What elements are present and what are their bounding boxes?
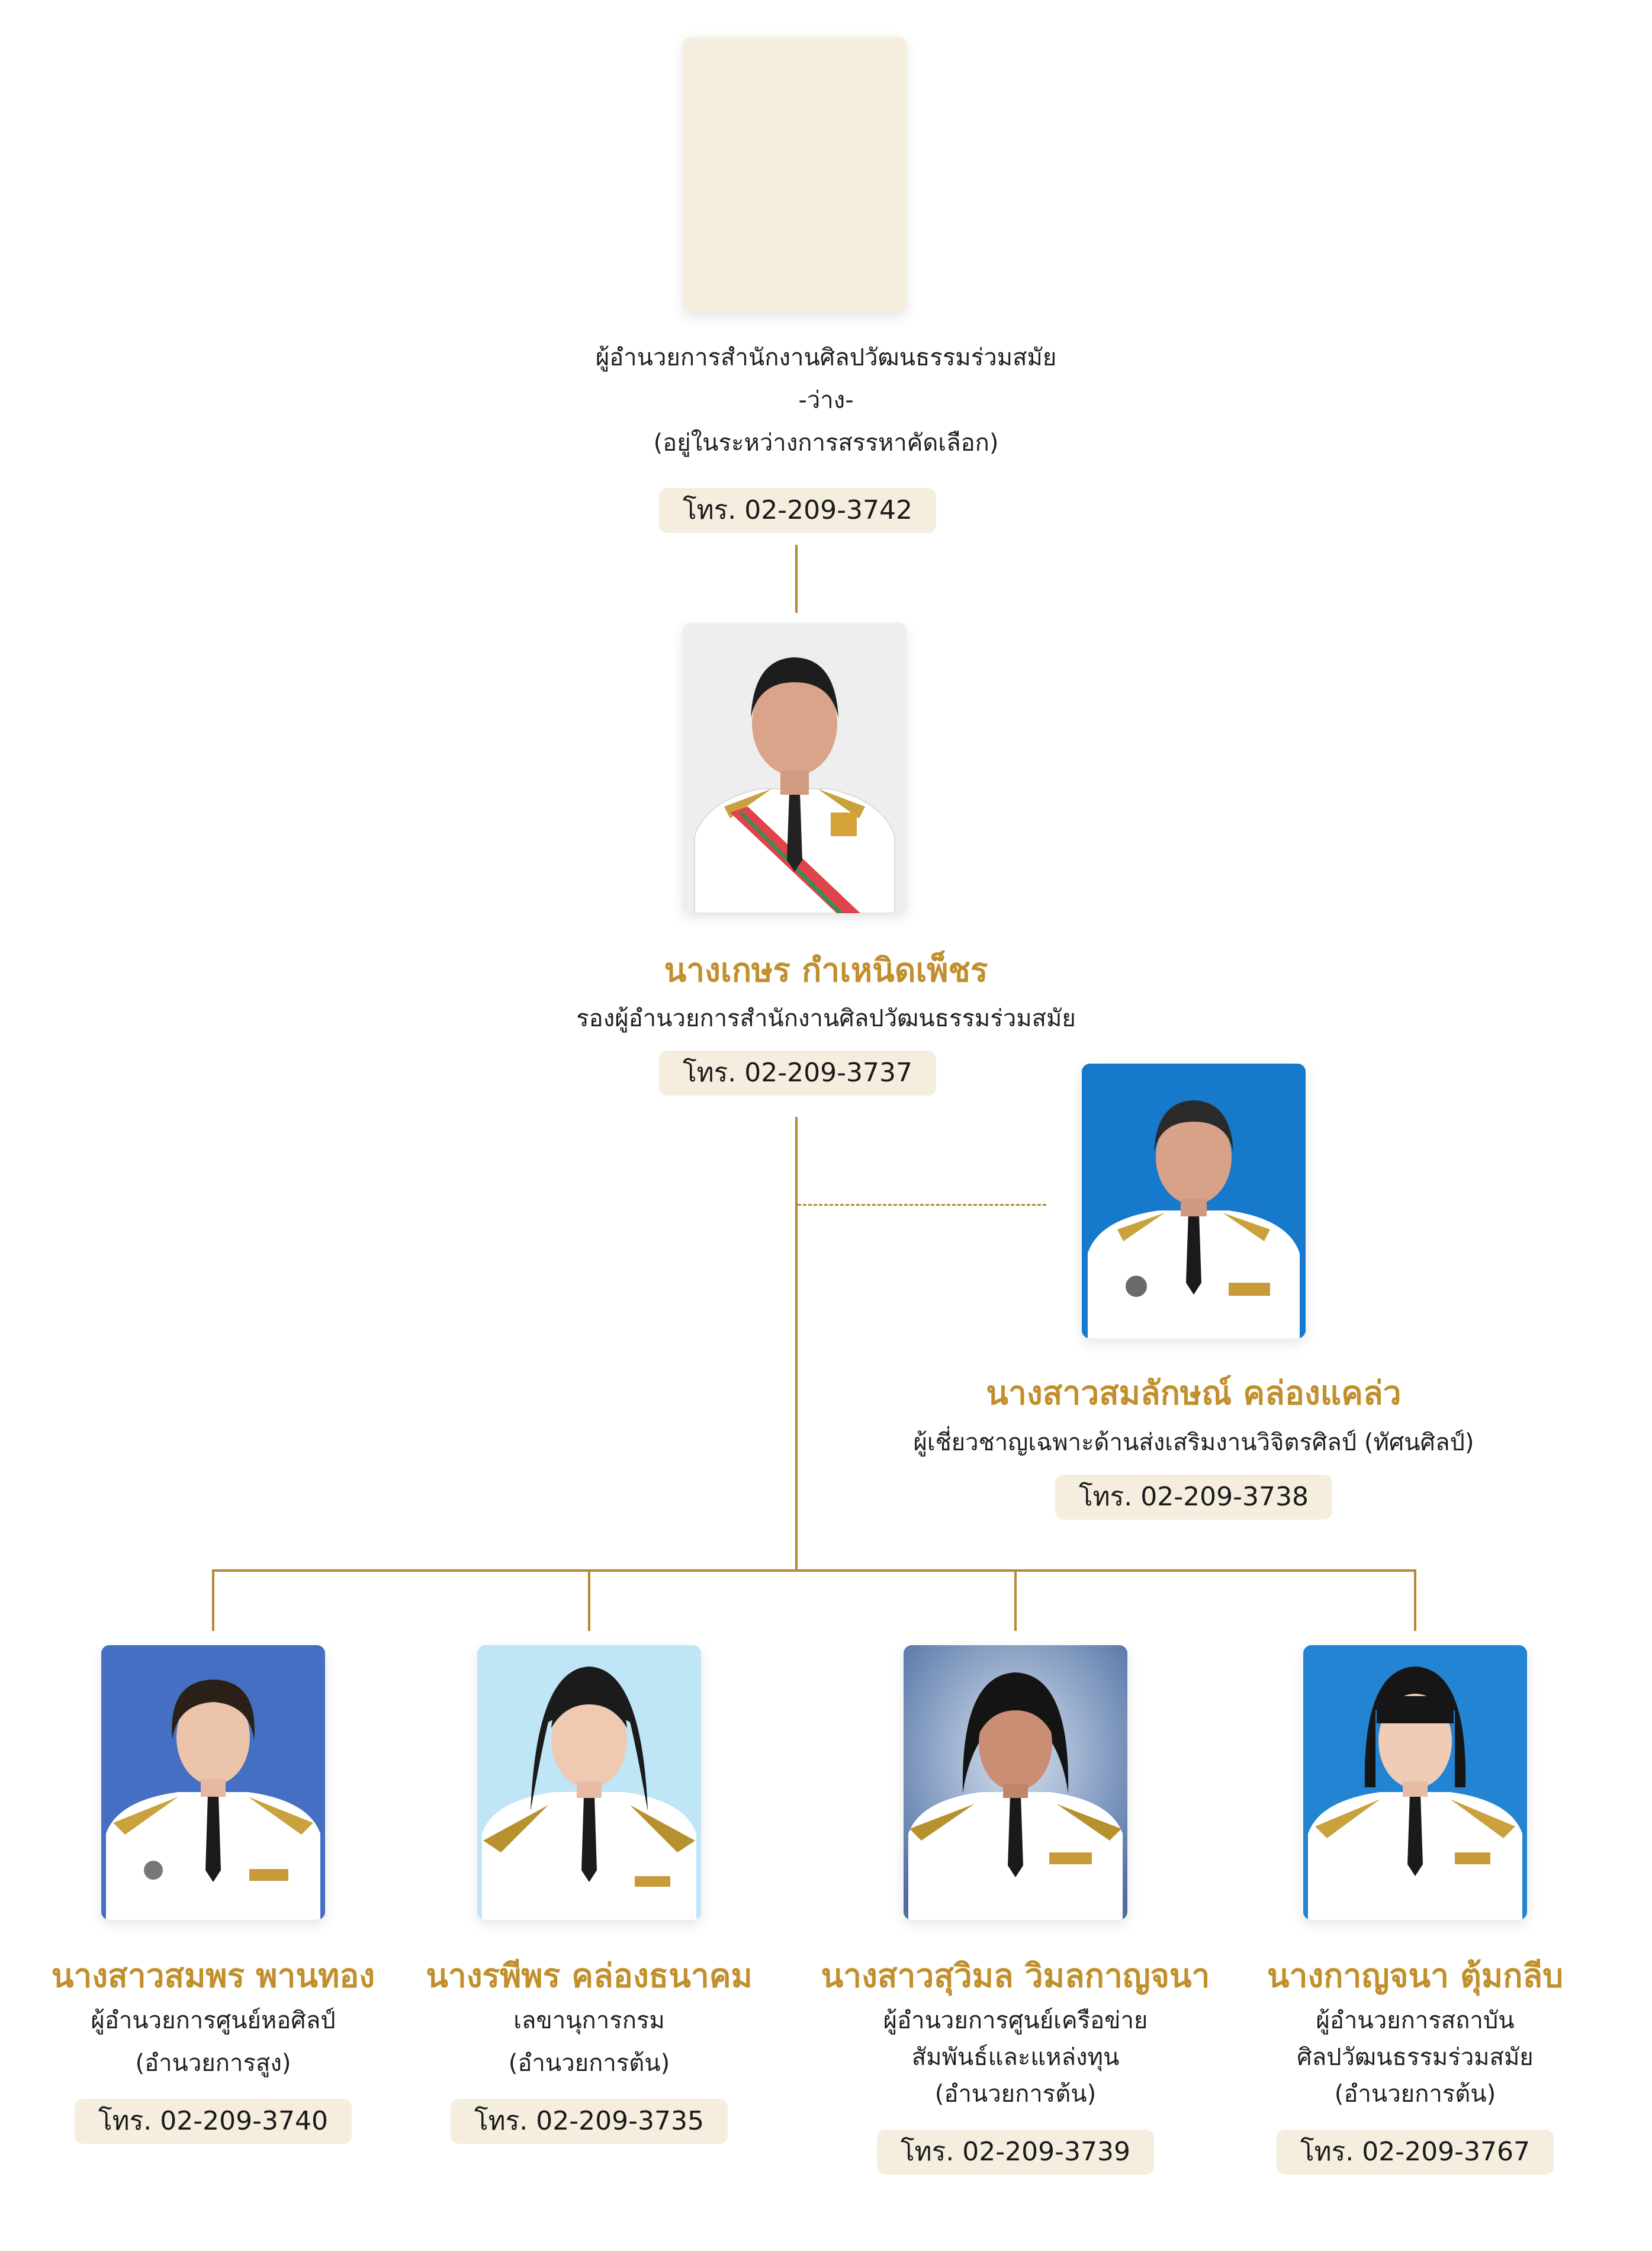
staff-photo bbox=[101, 1645, 325, 1920]
director-note: (อยู่ในระหว่างการสรรหาคัดเลือก) bbox=[653, 429, 999, 457]
deputy-photo bbox=[683, 623, 907, 913]
staff-photo bbox=[1303, 1645, 1527, 1920]
staff-phone-badge: โทร. 02-209-3767 bbox=[1277, 2130, 1554, 2175]
connector-staff-2 bbox=[588, 1569, 590, 1631]
staff-phone-badge: โทร. 02-209-3739 bbox=[877, 2130, 1154, 2175]
expert-photo bbox=[1082, 1064, 1306, 1338]
vacant-photo-placeholder bbox=[683, 37, 907, 313]
connector-staff-4 bbox=[1414, 1569, 1416, 1631]
connector-staff-3 bbox=[1014, 1569, 1017, 1631]
director-phone-badge: โทร. 02-209-3742 bbox=[659, 488, 936, 533]
expert-name: นางสาวสมลักษณ์ คล่องแคล่ว bbox=[986, 1374, 1402, 1412]
staff-role: ผู้อำนวยการสถาบัน bbox=[1316, 2007, 1515, 2034]
connector-horizontal bbox=[212, 1569, 1416, 1572]
deputy-name: นางเกษร กำเหนิดเพ็ชร bbox=[664, 951, 988, 989]
connector-deputy-down bbox=[795, 1117, 798, 1571]
staff-name: นางสาวสมพร พานทอง bbox=[51, 1957, 375, 1995]
staff-role: ผู้อำนวยการศูนย์หอศิลป์ bbox=[91, 2007, 336, 2034]
staff-name: นางกาญจนา ตุ้มกลีบ bbox=[1267, 1957, 1564, 1995]
expert-phone-badge: โทร. 02-209-3738 bbox=[1055, 1475, 1332, 1520]
staff-photo bbox=[477, 1645, 701, 1920]
deputy-phone-badge: โทร. 02-209-3737 bbox=[659, 1051, 936, 1096]
staff-role: (อำนวยการต้น) bbox=[508, 2050, 670, 2077]
staff-role: เลขานุการกรม bbox=[513, 2007, 665, 2034]
staff-role: (อำนวยการต้น) bbox=[934, 2080, 1097, 2108]
staff-name: นางรพีพร คล่องธนาคม bbox=[426, 1957, 753, 1995]
staff-role: ศิลปวัฒนธรรมร่วมสมัย bbox=[1297, 2044, 1534, 2071]
staff-photo bbox=[904, 1645, 1127, 1920]
staff-role: (อำนวยการสูง) bbox=[135, 2050, 291, 2077]
staff-phone-badge: โทร. 02-209-3740 bbox=[75, 2099, 352, 2144]
connector-expert-dashed bbox=[798, 1204, 1046, 1206]
connector-top bbox=[795, 545, 798, 613]
director-role: ผู้อำนวยการสำนักงานศิลปวัฒนธรรมร่วมสมัย bbox=[595, 344, 1057, 371]
deputy-role: รองผู้อำนวยการสำนักงานศิลปวัฒนธรรมร่วมสม… bbox=[576, 1005, 1076, 1032]
staff-phone-badge: โทร. 02-209-3735 bbox=[451, 2099, 728, 2144]
staff-role: สัมพันธ์และแหล่งทุน bbox=[911, 2044, 1120, 2071]
connector-staff-1 bbox=[212, 1569, 214, 1631]
staff-role: (อำนวยการต้น) bbox=[1334, 2080, 1496, 2108]
expert-role: ผู้เชี่ยวชาญเฉพาะด้านส่งเสริมงานวิจิตรศิ… bbox=[913, 1429, 1474, 1456]
staff-name: นางสาวสุวิมล วิมลกาญจนา bbox=[821, 1957, 1210, 1995]
staff-role: ผู้อำนวยการศูนย์เครือข่าย bbox=[883, 2007, 1148, 2034]
director-status: -ว่าง- bbox=[798, 387, 854, 414]
